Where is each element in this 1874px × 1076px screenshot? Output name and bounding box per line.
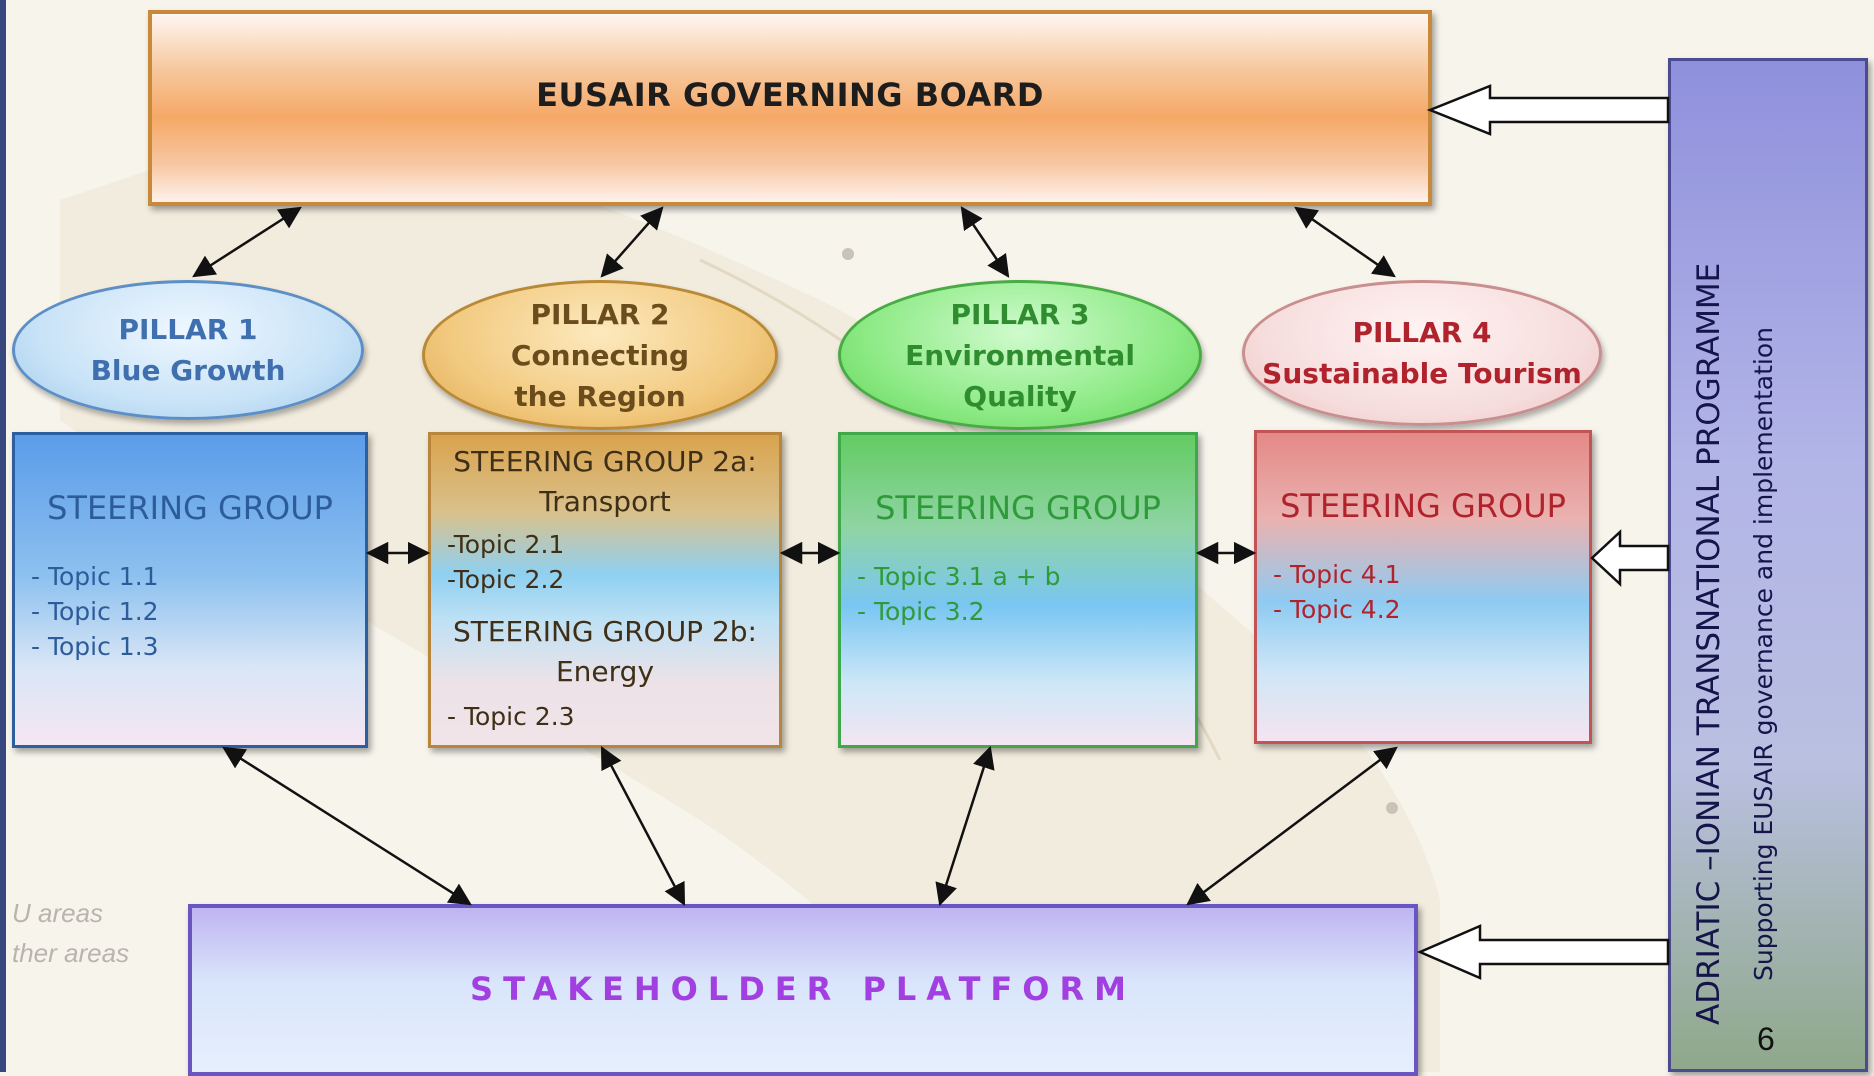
steering-group-3-box: STEERING GROUP - Topic 3.1 a + b - Topic… — [838, 432, 1198, 748]
governing-board-box: EUSAIR GOVERNING BOARD — [148, 10, 1432, 206]
pillar-3-number: PILLAR 3 — [950, 297, 1090, 331]
steering-group-2a-subtitle: Transport — [539, 485, 671, 518]
topic-4-2: - Topic 4.2 — [1273, 595, 1401, 624]
map-legend-other: ther areas — [12, 938, 130, 968]
pillar-1-name: Blue Growth — [90, 354, 286, 387]
steering-group-4-box: STEERING GROUP - Topic 4.1 - Topic 4.2 — [1254, 430, 1592, 744]
pillar-3-name-line1: Environmental — [905, 338, 1135, 372]
pillar-2-name-line2: the Region — [514, 379, 686, 413]
programme-subtitle: Supporting EUSAIR governance and impleme… — [1749, 327, 1778, 981]
topic-2-3: - Topic 2.3 — [447, 702, 575, 731]
map-city-dot — [1386, 802, 1398, 814]
pillar-4-name: Sustainable Tourism — [1262, 357, 1582, 390]
steering-group-4-title: STEERING GROUP — [1280, 487, 1566, 525]
pillar-2-ellipse: PILLAR 2 Connecting the Region — [422, 280, 778, 430]
pillar-3-ellipse: PILLAR 3 Environmental Quality — [838, 280, 1202, 430]
steering-group-2b-title: STEERING GROUP 2b: — [452, 615, 757, 648]
stakeholder-platform-title: STAKEHOLDER PLATFORM — [470, 970, 1136, 1008]
steering-group-3-title: STEERING GROUP — [875, 489, 1161, 527]
slide-left-border — [0, 0, 6, 1072]
pillar-1-ellipse: PILLAR 1 Blue Growth — [12, 280, 364, 420]
pillar-2-number: PILLAR 2 — [530, 297, 670, 331]
programme-title: ADRIATIC –IONIAN TRANSNATIONAL PROGRAMME — [1691, 262, 1727, 1025]
map-legend-eu: U areas — [12, 898, 104, 928]
topic-3-1: - Topic 3.1 a + b — [857, 562, 1061, 591]
pillar-2-name-line1: Connecting — [510, 338, 690, 372]
pillar-4-number: PILLAR 4 — [1352, 316, 1492, 349]
pillar-3-name-line2: Quality — [963, 379, 1077, 413]
steering-group-2a-title: STEERING GROUP 2a: — [453, 445, 757, 478]
steering-group-1-box: STEERING GROUP - Topic 1.1 - Topic 1.2 -… — [12, 432, 368, 748]
steering-group-2b-subtitle: Energy — [555, 655, 655, 688]
pillar-4-ellipse: PILLAR 4 Sustainable Tourism — [1242, 280, 1602, 426]
topic-2-1: -Topic 2.1 — [447, 530, 565, 559]
topic-1-3: - Topic 1.3 — [31, 632, 159, 661]
topic-2-2: -Topic 2.2 — [447, 565, 565, 594]
programme-side-panel: ADRIATIC –IONIAN TRANSNATIONAL PROGRAMME… — [1668, 58, 1868, 1072]
steering-group-2-box: STEERING GROUP 2a: Transport -Topic 2.1 … — [428, 432, 782, 748]
governing-board-title: EUSAIR GOVERNING BOARD — [536, 76, 1044, 114]
stakeholder-platform-box: STAKEHOLDER PLATFORM — [188, 904, 1418, 1076]
topic-4-1: - Topic 4.1 — [1273, 560, 1401, 589]
pillar-1-number: PILLAR 1 — [118, 313, 258, 346]
topic-3-2: - Topic 3.2 — [857, 597, 985, 626]
map-city-dot — [842, 248, 854, 260]
slide-page-number: 6 — [1757, 1021, 1775, 1057]
steering-group-1-title: STEERING GROUP — [47, 489, 333, 527]
topic-1-2: - Topic 1.2 — [31, 597, 159, 626]
topic-1-1: - Topic 1.1 — [31, 562, 159, 591]
